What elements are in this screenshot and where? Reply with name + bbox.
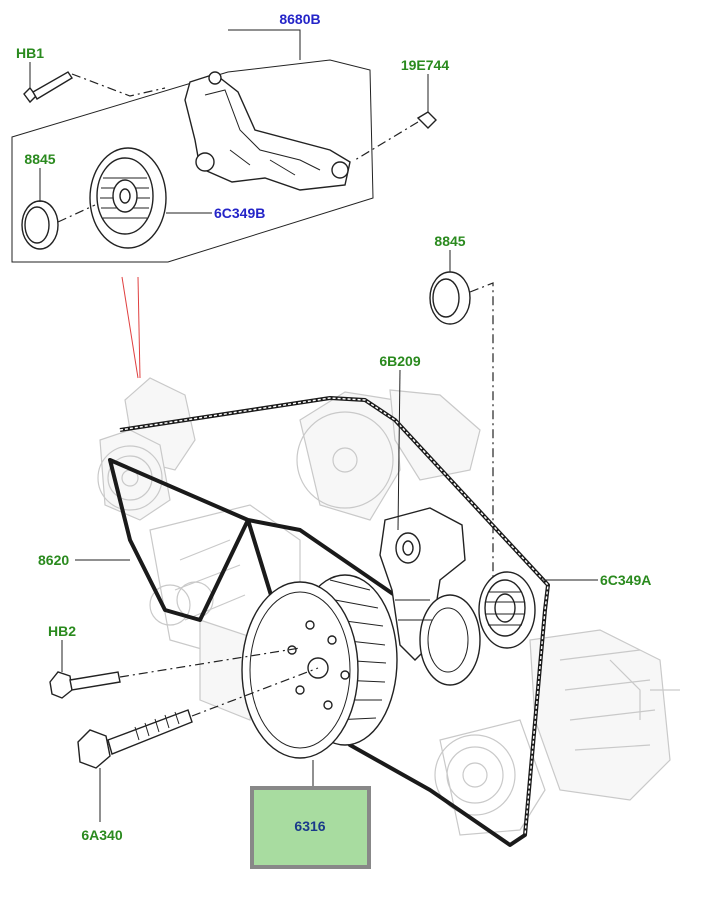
label-hb2[interactable]: HB2 — [48, 623, 76, 639]
label-6b209[interactable]: 6B209 — [379, 353, 420, 369]
highlight-box-6316 — [250, 786, 371, 869]
label-8680b[interactable]: 8680B — [279, 11, 320, 27]
bolt-hb2-icon — [49, 647, 301, 699]
label-6316[interactable]: 6316 — [294, 818, 325, 834]
crankshaft-pulley-6316-icon — [241, 574, 398, 759]
bolt-6a340-icon — [77, 667, 319, 769]
engine-background — [97, 377, 680, 836]
label-8845-right[interactable]: 8845 — [434, 233, 465, 249]
label-hb1[interactable]: HB1 — [16, 45, 44, 61]
red-leader-line — [137, 276, 141, 379]
leader-lines — [29, 29, 598, 822]
axis-line — [71, 73, 166, 97]
label-6c349a[interactable]: 6C349A — [600, 572, 651, 588]
tensioner-bracket-icon — [184, 71, 351, 191]
idler-pulley-6c349b-icon — [89, 147, 167, 249]
label-8620[interactable]: 8620 — [38, 552, 69, 568]
nut-19e744-icon — [354, 111, 437, 161]
dust-cap-8845-left-icon — [21, 200, 96, 250]
belt-tensioner-6b209-icon — [379, 507, 481, 686]
bolt-hb1-icon — [23, 71, 73, 104]
label-6c349b[interactable]: 6C349B — [214, 205, 265, 221]
drive-belt-8620-icon — [108, 396, 550, 847]
exploded-view-box — [11, 59, 374, 263]
label-6a340[interactable]: 6A340 — [81, 827, 122, 843]
dust-cap-8845-right-icon — [429, 271, 494, 580]
red-leader-line — [121, 276, 139, 379]
label-8845-left[interactable]: 8845 — [24, 151, 55, 167]
idler-pulley-6c349a-icon — [478, 571, 536, 649]
label-19e744[interactable]: 19E744 — [401, 57, 449, 73]
